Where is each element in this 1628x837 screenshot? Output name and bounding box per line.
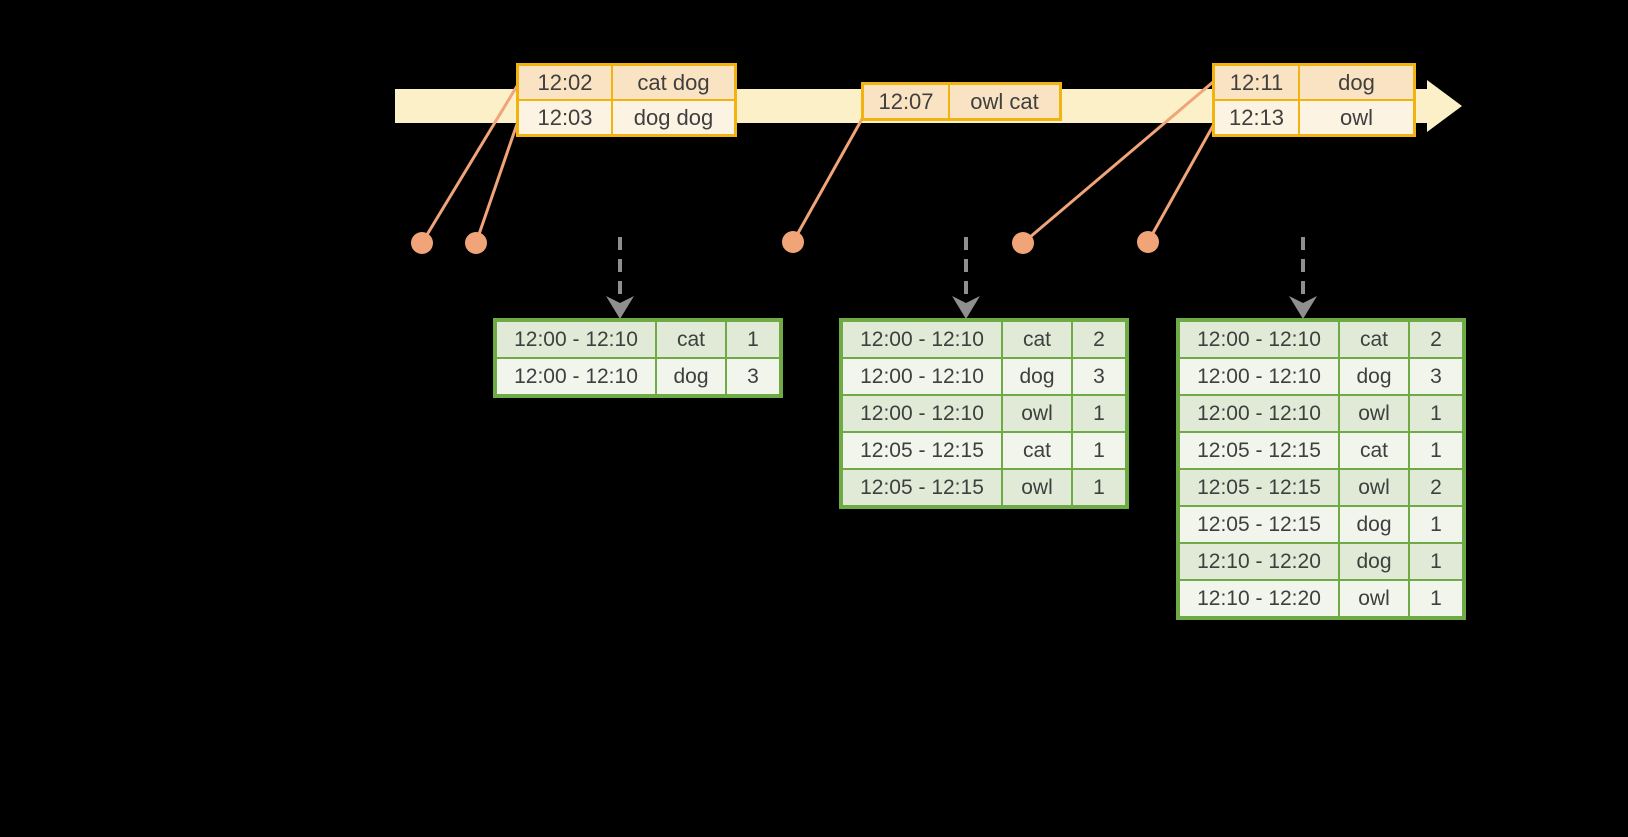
table-cell: 2 <box>1408 319 1465 359</box>
table-cell: 12:05 - 12:15 <box>1177 468 1340 507</box>
table-cell: 1 <box>725 319 782 359</box>
table-cell: cat <box>1001 431 1073 470</box>
table-cell: 2 <box>1071 319 1128 359</box>
event-dot <box>411 232 433 254</box>
table-cell: cat dog <box>611 63 737 101</box>
table-cell: 3 <box>725 357 782 397</box>
table-cell: 1 <box>1408 505 1465 544</box>
table-cell: cat <box>1338 431 1410 470</box>
table-cell: 12:05 - 12:15 <box>840 468 1003 508</box>
table-cell: 12:00 - 12:10 <box>1177 357 1340 396</box>
event-dot <box>1012 232 1034 254</box>
table-cell: dog <box>1001 357 1073 396</box>
table-cell: 12:07 <box>861 82 950 121</box>
event-connector-line <box>474 123 519 244</box>
event-connector-line <box>791 118 864 243</box>
table-cell: dog <box>1338 505 1410 544</box>
trigger-arrow <box>1289 237 1317 319</box>
table-cell: 12:00 - 12:10 <box>494 357 657 397</box>
table-cell: 1 <box>1071 394 1128 433</box>
table-cell: 12:05 - 12:15 <box>1177 431 1340 470</box>
table-cell: 1 <box>1408 542 1465 581</box>
table-cell: 1 <box>1071 468 1128 508</box>
event-connector-line <box>420 85 519 244</box>
trigger-arrow <box>952 237 980 319</box>
table-cell: 12:00 - 12:10 <box>840 319 1003 359</box>
table-cell: 12:02 <box>516 63 613 101</box>
table-cell: dog dog <box>611 99 737 137</box>
table-cell: cat <box>1338 319 1410 359</box>
table-cell: 12:00 - 12:10 <box>1177 394 1340 433</box>
table-cell: 1 <box>1408 394 1465 433</box>
event-connector-line <box>1146 123 1216 243</box>
table-cell: 12:10 - 12:20 <box>1177 579 1340 619</box>
table-cell: dog <box>1298 63 1416 101</box>
table-cell: 1 <box>1408 579 1465 619</box>
event-dot <box>782 231 804 253</box>
table-cell: dog <box>655 357 727 397</box>
event-dot <box>465 232 487 254</box>
table-cell: dog <box>1338 542 1410 581</box>
table-cell: 3 <box>1071 357 1128 396</box>
table-cell: 12:13 <box>1212 99 1300 137</box>
table-cell: 12:10 - 12:20 <box>1177 542 1340 581</box>
table-cell: 12:05 - 12:15 <box>1177 505 1340 544</box>
table-cell: owl <box>1338 394 1410 433</box>
table-cell: owl <box>1001 394 1073 433</box>
table-cell: 12:05 - 12:15 <box>840 431 1003 470</box>
table-cell: 12:00 - 12:10 <box>1177 319 1340 359</box>
table-cell: owl <box>1338 468 1410 507</box>
table-cell: owl cat <box>948 82 1062 121</box>
table-cell: owl <box>1338 579 1410 619</box>
table-cell: dog <box>1338 357 1410 396</box>
table-cell: 2 <box>1408 468 1465 507</box>
table-cell: owl <box>1298 99 1416 137</box>
table-cell: cat <box>1001 319 1073 359</box>
event-dot <box>1137 231 1159 253</box>
table-cell: cat <box>655 319 727 359</box>
trigger-arrow <box>606 237 634 319</box>
table-cell: owl <box>1001 468 1073 508</box>
table-cell: 1 <box>1071 431 1128 470</box>
table-cell: 12:00 - 12:10 <box>840 394 1003 433</box>
table-cell: 12:00 - 12:10 <box>840 357 1003 396</box>
table-cell: 3 <box>1408 357 1465 396</box>
table-cell: 12:00 - 12:10 <box>494 319 657 359</box>
table-cell: 12:11 <box>1212 63 1300 101</box>
table-cell: 12:03 <box>516 99 613 137</box>
table-cell: 1 <box>1408 431 1465 470</box>
